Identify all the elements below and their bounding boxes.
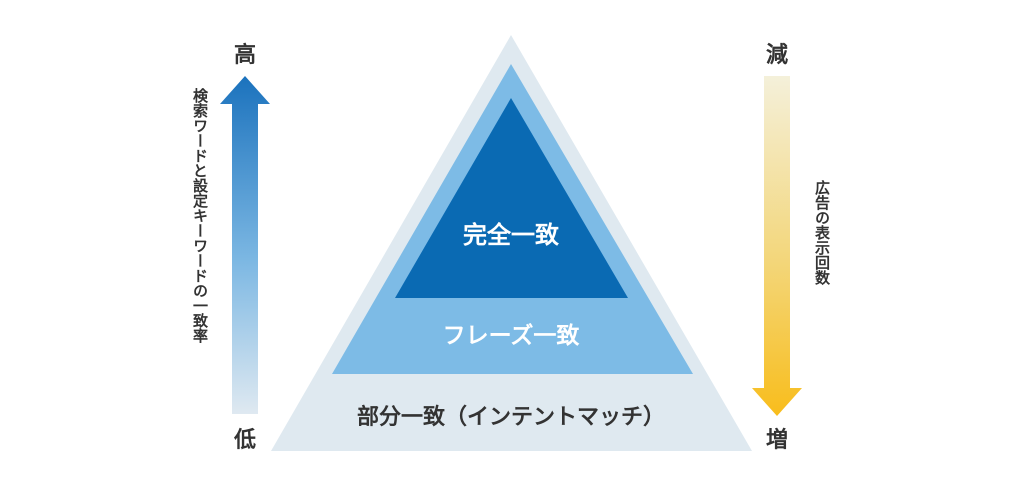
exact-match-label: 完全一致 bbox=[463, 221, 560, 249]
left-axis-top-label: 高 bbox=[234, 42, 256, 68]
down-arrow-icon bbox=[752, 76, 802, 416]
left-axis-bottom-label: 低 bbox=[233, 428, 256, 453]
right-axis-caption: 広告の表示回数 bbox=[813, 179, 831, 286]
phrase-match-label: フレーズ一致 bbox=[443, 322, 581, 349]
pyramid-inner-tier bbox=[395, 98, 628, 298]
right-axis: 減 広告の表示回数 増 bbox=[752, 43, 831, 453]
pyramid: 完全一致 フレーズ一致 部分一致（インテントマッチ） bbox=[271, 35, 752, 451]
up-arrow-icon bbox=[220, 76, 270, 414]
left-axis-caption: 検索ワードと設定キーワードの一致率 bbox=[191, 87, 209, 344]
left-axis: 高 検索ワードと設定キーワードの一致率 低 bbox=[191, 42, 270, 453]
right-axis-top-label: 減 bbox=[766, 43, 788, 68]
right-axis-bottom-label: 増 bbox=[766, 427, 788, 453]
broad-match-label: 部分一致（インテントマッチ） bbox=[357, 404, 665, 430]
